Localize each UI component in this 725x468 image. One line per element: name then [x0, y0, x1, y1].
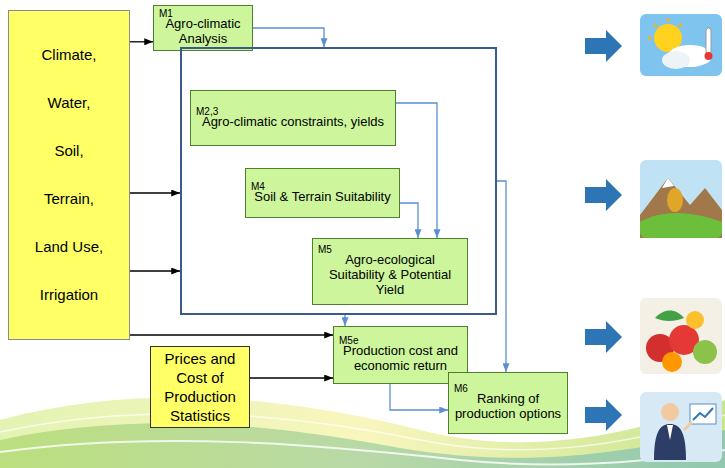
box-text: Prices and Cost of Production Statistics — [157, 349, 243, 425]
box-text: Production cost and economic return — [339, 343, 462, 373]
module-box: M6Ranking of production options — [448, 372, 568, 434]
input-box: Climate, Water, Soil, Terrain, Land Use,… — [8, 10, 130, 340]
fruit-icon — [640, 298, 722, 374]
flow-arrow — [130, 334, 333, 335]
module-box: M2,3Agro-climatic constraints, yields — [190, 90, 396, 146]
person-icon — [640, 392, 722, 462]
flow-arrow — [400, 203, 418, 238]
flow-arrow — [390, 384, 448, 410]
module-box: M4Soil & Terrain Suitability — [245, 168, 400, 218]
box-text: Agro-climatic Analysis — [159, 16, 247, 46]
input-box: Prices and Cost of Production Statistics — [150, 346, 250, 428]
block-arrow — [585, 30, 622, 431]
module-box: M1Agro-climatic Analysis — [153, 5, 253, 51]
flow-arrow — [250, 377, 333, 378]
weather-icon — [640, 14, 722, 76]
module-number: M5 — [318, 244, 332, 255]
flow-arrow — [344, 315, 345, 326]
flow-arrow — [130, 192, 180, 193]
box-text: Agro-climatic constraints, yields — [196, 114, 390, 129]
flow-arrow — [497, 181, 506, 372]
flow-arrow — [130, 270, 180, 271]
box-text: Soil & Terrain Suitability — [251, 189, 394, 204]
module-box: M5Agro-ecological Suitability & Potentia… — [312, 238, 468, 305]
box-text: Climate, Water, Soil, Terrain, Land Use,… — [33, 31, 105, 319]
flow-arrow — [253, 28, 324, 47]
flow-arrow — [396, 103, 437, 238]
module-number: M6 — [454, 383, 468, 394]
module-group-frame: M2,3Agro-climatic constraints, yieldsM4S… — [180, 47, 497, 315]
flow-arrow — [130, 41, 153, 42]
box-text: Agro-ecological Suitability & Potential … — [318, 252, 462, 297]
box-text: Ranking of production options — [454, 391, 562, 421]
landscape-icon — [640, 160, 722, 238]
